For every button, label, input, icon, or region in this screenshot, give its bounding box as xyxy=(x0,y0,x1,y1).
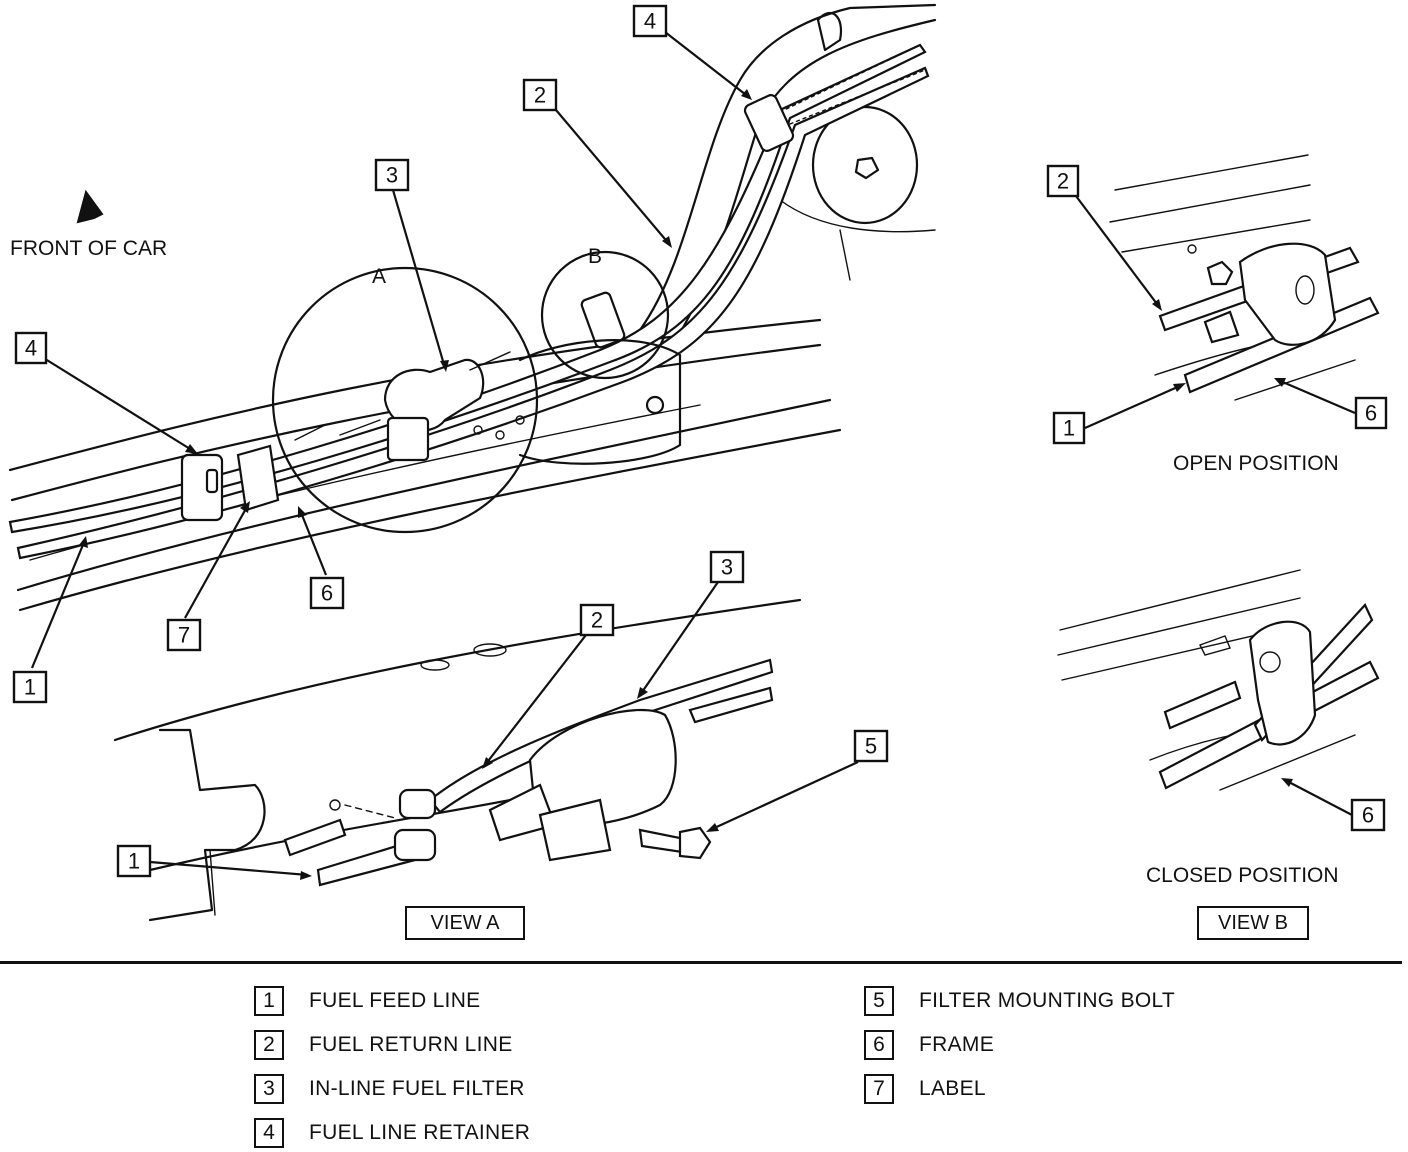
view-a-label: VIEW A xyxy=(405,906,525,940)
legend-item-1: 1 FUEL FEED LINE xyxy=(254,986,480,1016)
legend-number: 4 xyxy=(254,1118,284,1148)
legend-item-7: 7 LABEL xyxy=(864,1074,986,1104)
callout-6-closed: 6 xyxy=(1362,803,1374,828)
callout-1-viewa: 1 xyxy=(128,849,140,874)
legend-number: 6 xyxy=(864,1030,894,1060)
legend-item-5: 5 FILTER MOUNTING BOLT xyxy=(864,986,1175,1016)
closed-position-label: CLOSED POSITION xyxy=(1146,864,1339,887)
legend-divider xyxy=(0,961,1402,964)
legend-number: 5 xyxy=(864,986,894,1016)
closed-position-illustration xyxy=(1057,569,1380,791)
legend-label: FUEL RETURN LINE xyxy=(309,1033,513,1056)
legend-label: LABEL xyxy=(919,1077,986,1100)
callout-2-viewa: 2 xyxy=(591,608,603,633)
main-callout-boxes: 4 4 2 3 1 6 7 xyxy=(12,4,668,704)
main-view-illustration xyxy=(8,3,937,612)
view-a-callouts: 2 3 1 5 xyxy=(116,550,889,880)
callout-5-viewa: 5 xyxy=(865,734,877,759)
detail-b-letter: B xyxy=(588,245,602,268)
legend-label: FRAME xyxy=(919,1033,994,1056)
open-position-callouts: 2 1 6 xyxy=(1046,164,1388,445)
legend-label: FILTER MOUNTING BOLT xyxy=(919,989,1176,1012)
closed-position-callouts: 6 xyxy=(1281,778,1386,832)
callout-4-top: 4 xyxy=(644,9,656,34)
front-of-car-label: FRONT OF CAR xyxy=(10,237,167,260)
legend-number: 7 xyxy=(864,1074,894,1104)
legend-item-4: 4 FUEL LINE RETAINER xyxy=(254,1118,530,1148)
callout-7-main: 7 xyxy=(178,623,190,648)
legend-label: FUEL LINE RETAINER xyxy=(309,1121,531,1144)
callout-6-open: 6 xyxy=(1365,401,1377,426)
callout-1-open: 1 xyxy=(1063,416,1075,441)
legend-label: IN-LINE FUEL FILTER xyxy=(309,1077,525,1100)
callout-3-viewa: 3 xyxy=(721,555,733,580)
legend-number: 3 xyxy=(254,1074,284,1104)
detail-a-letter: A xyxy=(372,265,386,288)
front-arrow-icon xyxy=(76,189,104,224)
legend-number: 2 xyxy=(254,1030,284,1060)
open-position-label: OPEN POSITION xyxy=(1173,452,1339,475)
callout-1-main: 1 xyxy=(24,675,36,700)
callout-6-main: 6 xyxy=(321,581,333,606)
view-a-illustration xyxy=(113,598,802,922)
legend-item-3: 3 IN-LINE FUEL FILTER xyxy=(254,1074,525,1104)
legend-item-6: 6 FRAME xyxy=(864,1030,994,1060)
open-position-illustration xyxy=(1109,154,1380,401)
callout-2-main: 2 xyxy=(534,83,546,108)
legend-label: FUEL FEED LINE xyxy=(309,989,481,1012)
view-b-label: VIEW B xyxy=(1197,906,1309,940)
callout-2-open: 2 xyxy=(1057,169,1069,194)
legend-number: 1 xyxy=(254,986,284,1016)
legend-item-2: 2 FUEL RETURN LINE xyxy=(254,1030,513,1060)
callout-3-main: 3 xyxy=(386,163,398,188)
main-callout-leaders xyxy=(30,31,752,669)
callout-4-left: 4 xyxy=(25,336,37,361)
